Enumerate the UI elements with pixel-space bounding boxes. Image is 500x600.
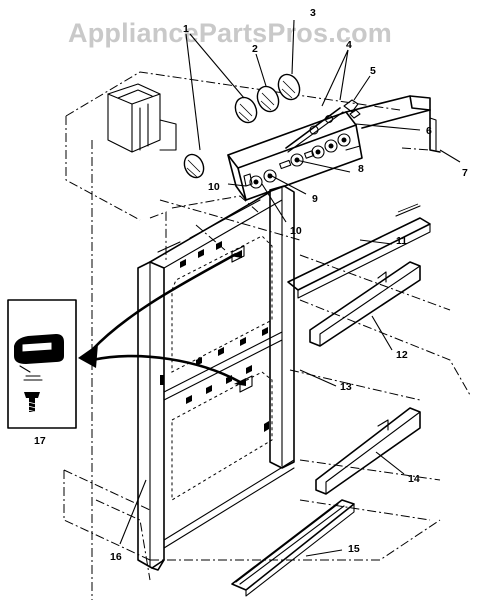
callout-5: 5 <box>370 65 376 77</box>
callout-11: 11 <box>396 235 407 247</box>
callout-10-right: 10 <box>290 225 302 237</box>
callout-13: 13 <box>340 381 352 393</box>
callout-1: 1 <box>183 23 189 35</box>
callout-15: 15 <box>348 543 360 555</box>
callout-17: 17 <box>34 435 46 447</box>
callout-12: 12 <box>396 349 408 361</box>
top-trim <box>345 95 441 153</box>
callout-6: 6 <box>426 125 432 137</box>
callout-4: 4 <box>346 39 352 51</box>
leader-lines <box>119 19 461 557</box>
inset-box-17 <box>7 299 77 429</box>
callout-16: 16 <box>110 551 122 563</box>
cabinet-outline <box>63 71 471 600</box>
rail-12 <box>309 261 421 347</box>
callout-10-left: 10 <box>208 181 220 193</box>
callout-8: 8 <box>358 163 364 175</box>
front-frame <box>137 185 295 571</box>
watermark-text: AppliancePartsPros.com <box>68 18 392 48</box>
callout-3: 3 <box>310 7 316 19</box>
control-panel <box>227 99 363 201</box>
callout-labels: 1 2 3 4 5 6 7 8 9 10 10 11 12 13 14 15 1… <box>34 7 468 563</box>
rail-15 <box>231 499 355 597</box>
vent-box <box>107 83 177 153</box>
rail-11 <box>287 203 431 299</box>
rail-14 <box>315 407 421 495</box>
callout-14: 14 <box>408 473 420 485</box>
knob-discs <box>183 73 301 179</box>
callout-9: 9 <box>312 193 318 205</box>
callout-2: 2 <box>252 43 258 55</box>
inset-arrows <box>78 250 246 386</box>
callout-7: 7 <box>462 167 468 179</box>
